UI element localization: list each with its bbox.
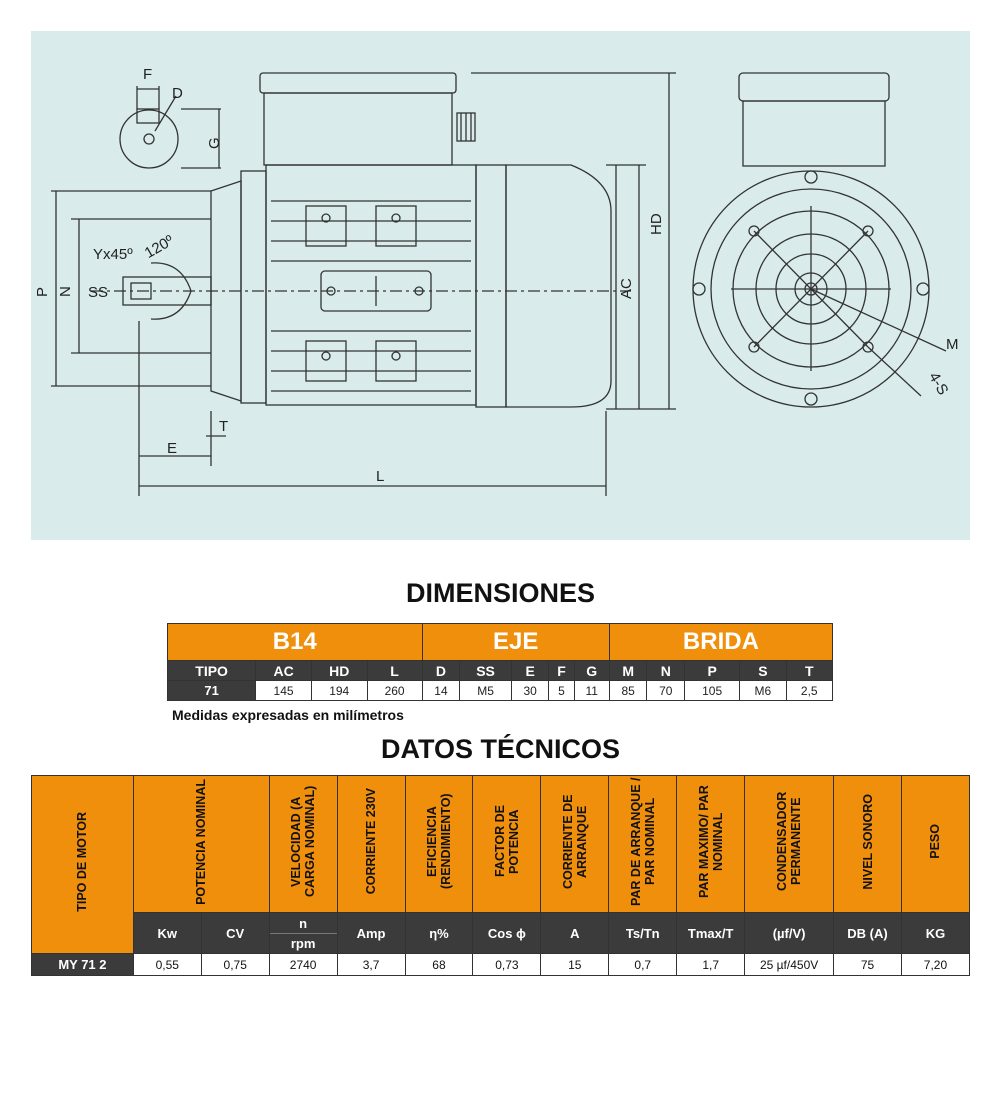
dim-cell: 14 [421,680,461,701]
data-cell: 0,7 [608,953,678,976]
header-eficiencia: EFICIENCIA (RENDIMIENTO) [404,775,474,913]
unit-rpm: rpm [269,933,337,953]
unit-eta: η% [404,912,474,954]
dim-cell: 71 [166,680,257,701]
label-t: T [219,418,228,435]
data-cell: 15 [540,953,610,976]
dim-header: P [684,660,741,681]
label-l: L [376,468,384,485]
dim-cell: M6 [739,680,787,701]
dim-header: T [785,660,834,681]
dim-cell: M5 [459,680,512,701]
label-n: N [57,286,74,297]
dim-header: S [739,660,787,681]
header-nivel-sonoro: NIVEL SONORO [833,775,902,913]
data-cell: 25 µf/450V [744,953,835,976]
unit-velocidad: n rpm [268,912,338,954]
unit-cv: CV [200,912,270,954]
data-cell-tipo: MY 71 2 [31,953,134,976]
dim-header: SS [459,660,512,681]
group-brida: BRIDA [608,623,834,661]
label-p: P [34,287,51,297]
dim-cell: 2,5 [785,680,834,701]
group-eje: EJE [421,623,610,661]
dim-cell: 85 [608,680,648,701]
dim-header: F [548,660,575,681]
unit-tstn: Ts/Tn [608,912,678,954]
dim-header: E [510,660,550,681]
label-ss: SS [88,284,108,301]
dim-header: D [421,660,461,681]
header-velocidad: VELOCIDAD (A CARGA NOMINAL) [268,775,338,913]
label-ac: AC [618,278,635,299]
datos-tecnicos-title: DATOS TÉCNICOS [380,734,621,764]
dim-header: N [646,660,686,681]
data-cell: 0,73 [472,953,542,976]
dim-header: HD [310,660,368,681]
header-condensador: CONDENSADOR PERMANENTE [744,775,835,913]
label-f: F [143,66,152,83]
dim-cell: 11 [573,680,610,701]
unit-db: DB (A) [833,912,902,954]
unit-kw: Kw [132,912,202,954]
unit-cos: Cos ϕ [472,912,542,954]
dimensions-table: B14 EJE BRIDA TIPO AC HD L D SS E F G M … [166,623,834,701]
dim-cell: 145 [255,680,312,701]
technical-data-table: TIPO DE MOTOR POTENCIA NOMINAL VELOCIDAD… [31,775,971,976]
data-cell: 0,75 [200,953,270,976]
dim-cell: 70 [646,680,686,701]
header-peso: PESO [900,775,971,913]
label-e: E [167,440,177,457]
label-hd: HD [648,213,665,235]
dim-cell: 194 [310,680,368,701]
header-tipo: TIPO DE MOTOR [31,775,134,954]
unit-a: A [540,912,610,954]
unit-n: n [269,913,337,934]
unit-tmax: Tmax/T [676,912,746,954]
data-cell: 0,55 [132,953,202,976]
unit-amp: Amp [336,912,406,954]
dim-header: AC [255,660,312,681]
dim-header: G [573,660,610,681]
data-cell: 3,7 [336,953,406,976]
motor-technical-drawing: F D G Yx45º 120º SS P N E T L AC HD M 4-… [31,31,970,540]
label-yx45: Yx45º [93,246,133,263]
dimensiones-title: DIMENSIONES [405,578,596,608]
dim-cell: 30 [510,680,550,701]
data-cell: 7,20 [900,953,971,976]
group-b14: B14 [167,623,423,661]
label-d: D [172,85,183,102]
data-cell: 2740 [268,953,338,976]
dim-header: L [366,660,423,681]
header-par-arranque: PAR DE ARRANQUE / PAR NOMINAL [608,775,678,913]
data-cell: 68 [404,953,474,976]
header-arranque: CORRIENTE DE ARRANQUE [540,775,610,913]
dim-cell: 260 [366,680,423,701]
unit-kg: KG [900,912,971,954]
dim-cell: 105 [684,680,741,701]
data-cell: 75 [833,953,902,976]
data-cell: 1,7 [676,953,746,976]
label-g: G [206,137,223,149]
label-m: M [946,336,959,353]
header-potencia: POTENCIA NOMINAL [132,775,270,913]
header-par-maximo: PAR MAXIMO/ PAR NOMINAL [676,775,746,913]
dim-cell: 5 [548,680,575,701]
header-factor: FACTOR DE POTENCIA [472,775,542,913]
header-corriente: CORRIENTE 230V [336,775,406,913]
dim-header: M [608,660,648,681]
dim-header: TIPO [166,660,257,681]
units-note: Medidas expresadas en milímetros [172,707,404,723]
unit-uf: (µf/V) [744,912,835,954]
